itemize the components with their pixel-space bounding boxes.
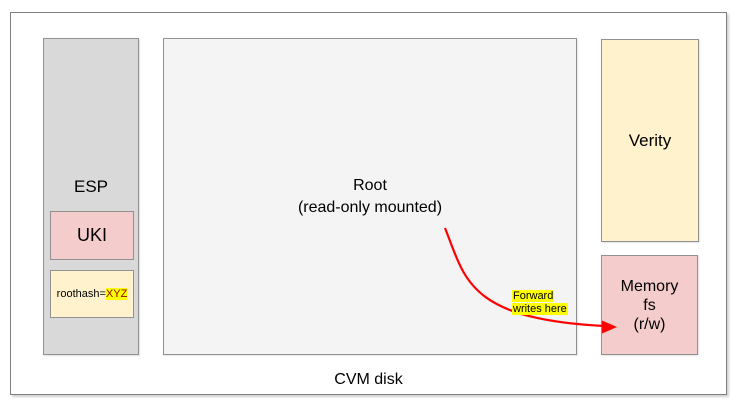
uki-label: UKI xyxy=(76,225,107,245)
memory-fs-line3: (r/w) xyxy=(633,315,666,333)
cvm-disk-label: CVM disk xyxy=(334,371,403,388)
forward-writes-line2: writes here xyxy=(512,303,568,315)
roothash-value: XYZ xyxy=(105,288,128,300)
root-subtitle: (read-only mounted) xyxy=(297,198,443,216)
verity-partition: Verity xyxy=(601,39,699,242)
esp-partition: ESP UKI roothash=XYZ xyxy=(43,38,139,355)
uki-box: UKI xyxy=(50,211,134,260)
memory-fs-line1: Memory xyxy=(620,277,679,295)
root-title: Root xyxy=(353,176,387,194)
forward-writes-note: Forward writes here xyxy=(512,290,568,316)
memory-fs-line2: fs xyxy=(643,296,656,314)
verity-label: Verity xyxy=(628,130,672,150)
memory-fs-box: Memory fs (r/w) xyxy=(601,255,698,355)
roothash-box: roothash=XYZ xyxy=(50,270,134,318)
forward-writes-line1: Forward xyxy=(512,290,555,302)
esp-label: ESP xyxy=(73,177,109,196)
roothash-prefix: roothash= xyxy=(56,288,106,300)
